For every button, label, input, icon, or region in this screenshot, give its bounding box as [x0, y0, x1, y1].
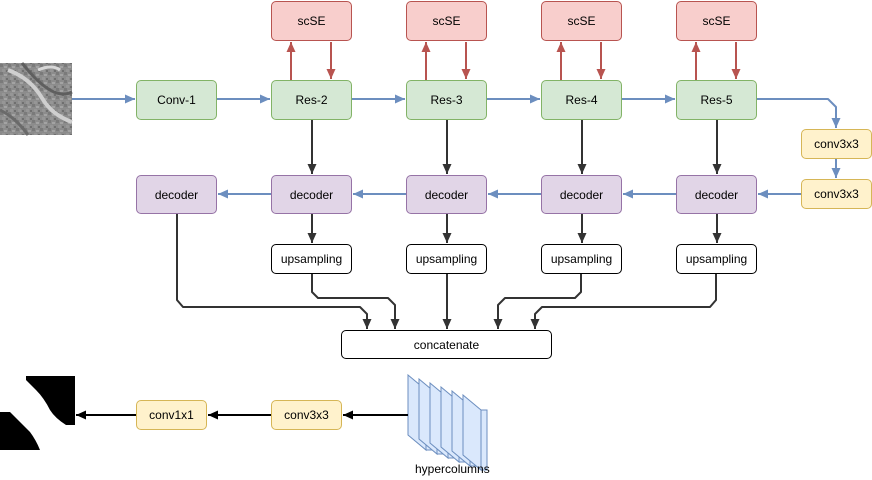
arrow-res-to-scse-1-head: [286, 42, 296, 52]
arrow-res2-res3-head: [395, 94, 405, 104]
arrow-scse-to-res-4-head: [731, 69, 741, 79]
arrow-hypercolumns-conv3x3-head: [343, 410, 353, 420]
decoder-block-4: decoder: [541, 175, 622, 214]
res5-block: Res-5: [676, 80, 757, 120]
arrow-res-to-decoder-3-head: [577, 164, 587, 174]
head-conv1x1-block: conv1x1: [136, 400, 207, 430]
arrow-bridge-bridge-head: [831, 168, 841, 178]
arrow-conv1x1-output-head: [76, 410, 86, 420]
arrow-conv3x3-conv1x1-head: [208, 410, 218, 420]
arrow-upsampling1-concat-head: [390, 319, 400, 329]
arrow-scse-to-res-3-head: [596, 69, 606, 79]
decoder-block-2: decoder: [271, 175, 352, 214]
decoder-block-3: decoder: [406, 175, 487, 214]
arrow-decoder2-decoder1-head: [218, 189, 228, 199]
arrow-upsampling4-concat-head: [530, 319, 540, 329]
arrow-res4-res5-head: [665, 94, 675, 104]
decoder-block-1: decoder: [136, 175, 217, 214]
upsampling-block-3: upsampling: [541, 244, 622, 274]
arrow-upsampling3-concat: [497, 274, 582, 329]
scse-block-2: scSE: [406, 1, 487, 41]
arrow-res-to-scse-2-head: [421, 42, 431, 52]
input-image: [0, 62, 73, 136]
arrow-decoder-to-upsampling-4-head: [712, 233, 722, 243]
arrow-decoder-to-upsampling-3-head: [577, 233, 587, 243]
bridge-conv3x3-top: conv3x3: [801, 129, 872, 159]
arrows: [72, 42, 841, 420]
arrow-decoder-to-upsampling-1-head: [307, 233, 317, 243]
arrow-decoder1-concat-head: [362, 319, 372, 329]
scse-block-4: scSE: [676, 1, 757, 41]
arrow-upsampling3-concat-head: [493, 319, 503, 329]
hypercolumns-stack: [407, 373, 488, 472]
head-conv3x3-block: conv3x3: [271, 400, 342, 430]
arrow-upsampling2-concat-head: [442, 319, 452, 329]
upsampling-block-2: upsampling: [406, 244, 487, 274]
arrow-input-conv1-head: [125, 94, 135, 104]
upsampling-block-1: upsampling: [271, 244, 352, 274]
arrow-res-to-decoder-4-head: [712, 164, 722, 174]
arrow-bridge-decoder-head: [758, 189, 768, 199]
conv1-block: Conv-1: [136, 80, 217, 120]
output-mask: [0, 376, 75, 450]
arrow-res5-bridge-head: [831, 118, 841, 128]
hypercolumns-label: hypercolumns: [415, 462, 490, 476]
concatenate-block: concatenate: [341, 330, 552, 359]
arrow-res-to-scse-3-head: [556, 42, 566, 52]
arrow-upsampling1-concat: [311, 274, 396, 329]
arrow-decoder1-concat: [176, 214, 368, 329]
hypercolumn-slice-front-6: [480, 409, 488, 471]
scse-block-1: scSE: [271, 1, 352, 41]
res4-block: Res-4: [541, 80, 622, 120]
arrow-decoder4-decoder3-head: [488, 189, 498, 199]
res2-block: Res-2: [271, 80, 352, 120]
upsampling-block-4: upsampling: [676, 244, 757, 274]
res3-block: Res-3: [406, 80, 487, 120]
arrow-decoder5-decoder4-head: [623, 189, 633, 199]
decoder-block-5: decoder: [676, 175, 757, 214]
arrow-decoder-to-upsampling-2-head: [442, 233, 452, 243]
arrow-scse-to-res-1-head: [326, 69, 336, 79]
arrow-conv1-res2-head: [260, 94, 270, 104]
arrow-decoder3-decoder2-head: [353, 189, 363, 199]
arrow-res5-bridge: [757, 98, 837, 128]
scse-block-3: scSE: [541, 1, 622, 41]
arrow-upsampling4-concat: [534, 274, 717, 329]
arrow-res-to-decoder-2-head: [442, 164, 452, 174]
arrow-res-to-decoder-1-head: [307, 164, 317, 174]
bridge-conv3x3-bottom: conv3x3: [801, 179, 872, 209]
arrow-scse-to-res-2-head: [461, 69, 471, 79]
arrow-res-to-scse-4-head: [691, 42, 701, 52]
arrow-res3-res4-head: [530, 94, 540, 104]
